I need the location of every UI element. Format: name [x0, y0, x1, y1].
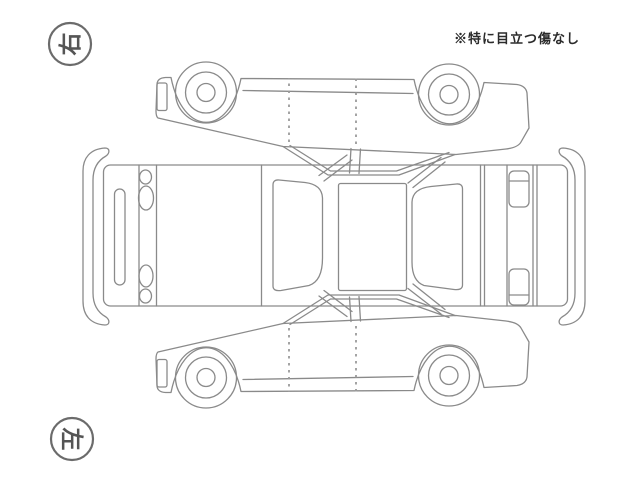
- condition-note: ※特に目立つ傷なし: [454, 31, 581, 46]
- c-pillars: [407, 156, 446, 315]
- rear-bumper: [558, 147, 586, 326]
- left-side-marker-label: 左: [59, 428, 85, 451]
- roof-panel: [337, 182, 408, 292]
- panel-seams: [138, 164, 538, 307]
- right-side-marker: 右: [47, 21, 93, 67]
- tail-lights: [508, 170, 530, 306]
- right-side-marker-label: 右: [57, 33, 83, 56]
- front-bumper: [82, 147, 110, 326]
- rear-window: [411, 183, 464, 291]
- headlights-top-down: [137, 169, 155, 304]
- front-grille-slot: [113, 188, 126, 286]
- plan-body: [102, 164, 569, 307]
- plan-view: [102, 154, 569, 318]
- left-side-marker: 左: [49, 416, 95, 462]
- a-pillars: [318, 154, 353, 318]
- left-side-view: [155, 294, 530, 409]
- windshield: [272, 179, 324, 292]
